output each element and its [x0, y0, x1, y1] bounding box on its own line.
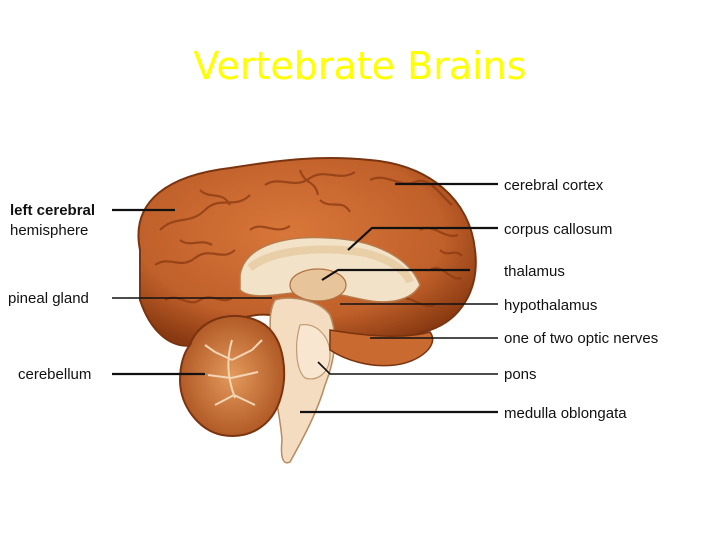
temporal-lobe-shape — [329, 329, 434, 367]
label-cerebellum: cerebellum — [18, 366, 91, 383]
label-corpus-callosum: corpus callosum — [504, 221, 612, 238]
label-thalamus: thalamus — [504, 263, 565, 280]
cerebellum-shape — [178, 314, 286, 437]
label-left-cerebral-hemisphere-2: hemisphere — [10, 222, 88, 239]
label-pons: pons — [504, 366, 537, 383]
label-hypothalamus: hypothalamus — [504, 297, 597, 314]
slide-title: Vertebrate Brains — [193, 44, 527, 88]
label-medulla-oblongata: medulla oblongata — [504, 405, 627, 422]
leader-lines — [112, 182, 498, 414]
label-cerebral-cortex: cerebral cortex — [504, 177, 604, 194]
label-optic-nerves: one of two optic nerves — [504, 330, 658, 347]
thalamus-shape — [289, 268, 347, 302]
label-left-cerebral-hemisphere-1: left cerebral — [10, 202, 95, 219]
label-pineal-gland: pineal gland — [8, 290, 89, 307]
cerebellum-folia — [204, 339, 263, 406]
